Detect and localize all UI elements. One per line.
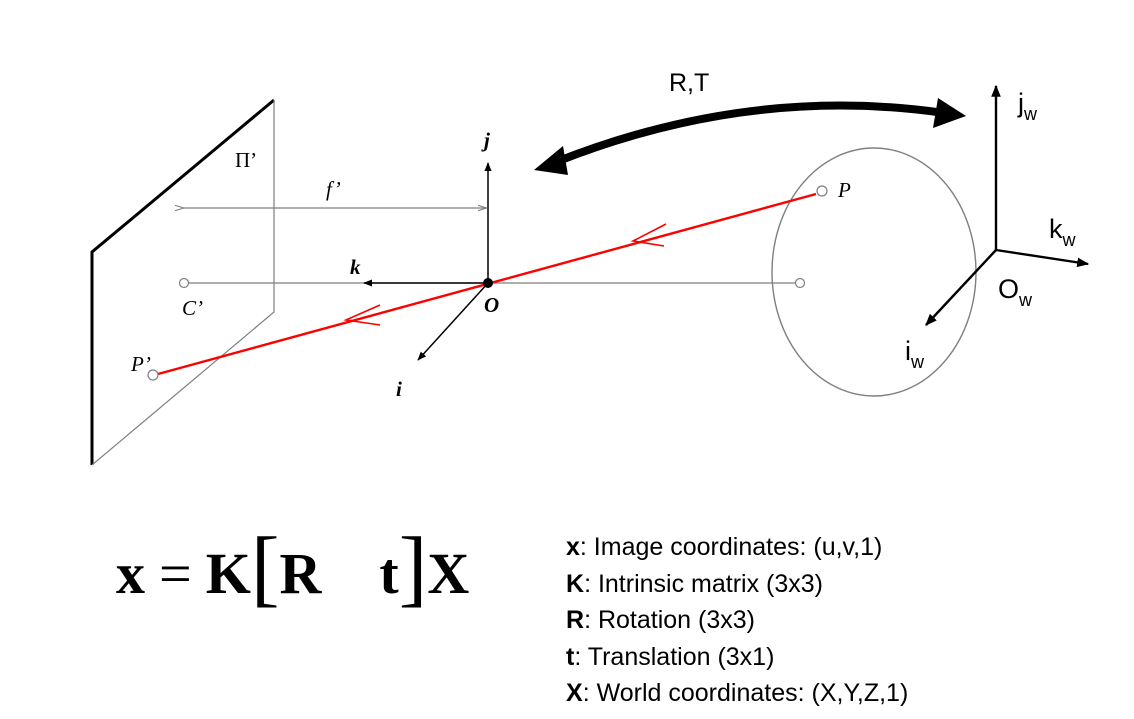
legend-symbol: R [566,606,585,634]
legend-item: K: Intrinsic matrix (3x3) [566,566,908,603]
equation-equals: = [159,540,192,606]
world-region-ellipse [771,147,977,397]
camera-i-label: i [396,377,402,401]
projection-equation: x = K [ R t ] X [116,519,470,615]
equation-rotation: R [279,540,322,606]
legend-item: R: Rotation (3x3) [566,602,908,639]
world-point [816,185,828,197]
legend-symbol: K [566,569,585,598]
legend-text: : Intrinsic matrix (3x3) [584,569,823,598]
legend-text: : Translation (3x1) [574,642,775,671]
world-i-label: iw [905,336,925,372]
world-origin-label: Ow [998,274,1033,310]
camera-j-label: j [481,128,490,152]
legend-text: : World coordinates: (X,Y,Z,1) [582,679,909,707]
symbol-legend: x: Image coordinates: (u,v,1) K: Intrins… [566,529,908,712]
equation-close-bracket: ] [398,519,428,615]
image-center-label: C’ [182,296,203,320]
world-point-label: P [837,178,851,202]
camera-center-point [483,278,493,288]
camera-center-label: O [484,293,499,317]
legend-symbol: x [566,533,580,561]
axis-end-point [794,277,806,289]
ray-direction-chevron-lower [343,304,381,326]
image-point-label: P’ [130,352,151,376]
focal-length-label: f’ [326,177,341,201]
equation-image-coords: x [116,540,145,606]
image-plane [90,98,275,466]
world-k-axis [995,248,1090,268]
transform-arrow-head-left [534,146,568,175]
world-i-axis [925,249,997,326]
legend-text: : Rotation (3x3) [584,606,755,634]
world-k-label: kw [1049,214,1077,250]
equation-translation: t [379,540,399,606]
camera-k-label: k [350,255,361,279]
legend-text: : Image coordinates: (u,v,1) [579,533,883,561]
image-center-point [178,277,190,289]
legend-item: X: World coordinates: (X,Y,Z,1) [566,675,908,712]
world-j-label: jw [1017,88,1038,124]
image-point [147,369,159,381]
legend-symbol: X [566,679,583,707]
equation-open-bracket: [ [250,519,280,615]
equation-world-coords: X [427,540,470,606]
equation-intrinsic: K [205,540,251,606]
transform-arrow [554,101,945,166]
camera-i-axis [417,282,489,361]
legend-item: t: Translation (3x1) [566,639,908,676]
transform-label: R,T [669,69,709,97]
legend-item: x: Image coordinates: (u,v,1) [566,529,908,566]
image-plane-label: Π’ [235,148,257,172]
transform-arrow-head-right [933,98,966,128]
legend-symbol: t [566,642,575,671]
ray-direction-chevron-upper [630,223,667,247]
